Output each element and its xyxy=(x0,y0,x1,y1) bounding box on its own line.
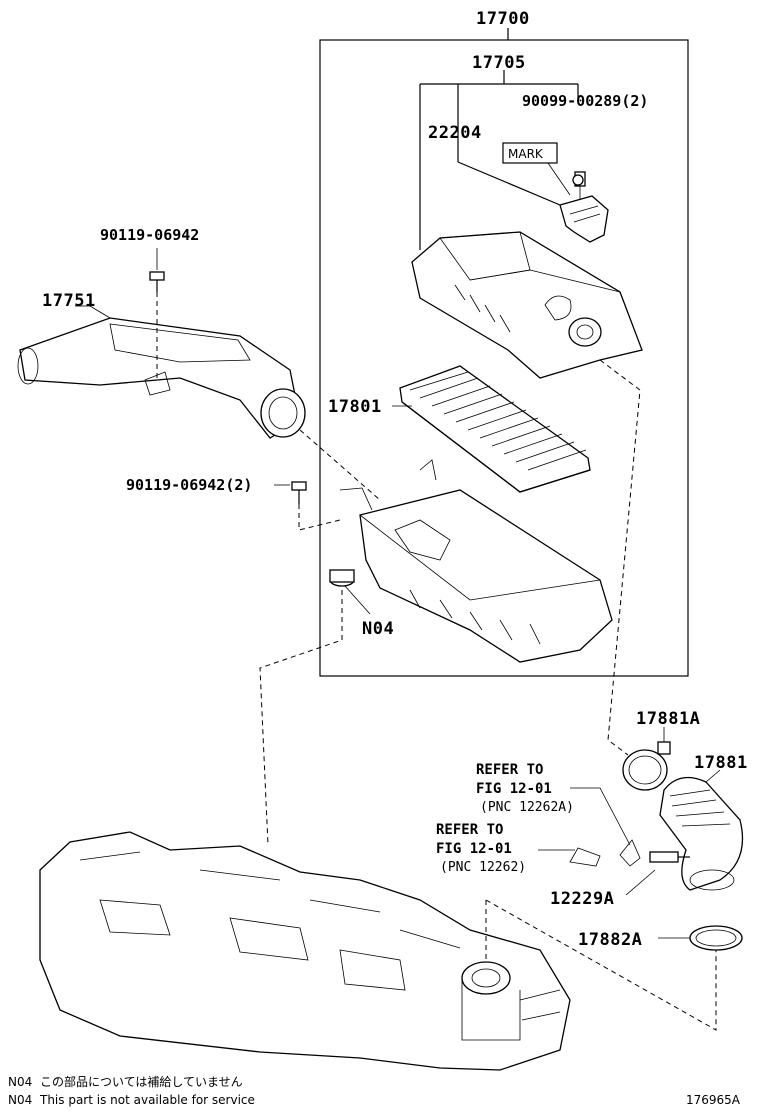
ref1-line1: REFER TO xyxy=(476,762,543,778)
assembly-box xyxy=(319,39,689,677)
air-cleaner-cap xyxy=(411,231,643,379)
figure-id: 176965A xyxy=(686,1093,741,1107)
engine-block xyxy=(39,831,571,1071)
clamp-a-icon xyxy=(622,741,671,791)
ref2-line1: REFER TO xyxy=(436,822,503,838)
bolt-left-icon xyxy=(291,481,307,504)
ref-hose-2 xyxy=(569,847,601,867)
label-hose: 17881 xyxy=(694,753,748,773)
screw-icon xyxy=(572,174,584,186)
bolt-top-icon xyxy=(149,248,165,292)
label-clamp-b: 17882A xyxy=(578,930,642,950)
clamp-b-icon xyxy=(689,925,743,951)
label-clamp-a: 17881A xyxy=(636,709,700,729)
ref2-line2: FIG 12-01 xyxy=(436,841,512,857)
dashed-leaders xyxy=(156,292,717,1031)
label-cap-sub: 17705 xyxy=(472,53,526,73)
label-assembly: 17700 xyxy=(476,9,530,29)
grommet xyxy=(329,569,371,615)
air-cleaner-case xyxy=(339,459,613,663)
air-inlet-duct xyxy=(17,305,306,439)
label-inlet: 17751 xyxy=(42,291,96,311)
ref1-line3: (PNC 12262A) xyxy=(480,800,574,815)
label-mark: MARK xyxy=(508,147,544,161)
air-hose xyxy=(659,776,744,891)
vacuum-sensor-icon xyxy=(649,851,690,863)
label-sensor: 22204 xyxy=(428,123,482,143)
note-jp: この部品については補給していません xyxy=(40,1074,243,1089)
label-screw: 90099-00289(2) xyxy=(522,92,648,110)
note-code-jp: N04 xyxy=(8,1075,32,1089)
note-en: This part is not available for service xyxy=(39,1093,255,1107)
label-grommet: N04 xyxy=(362,619,394,639)
ref1-line2: FIG 12-01 xyxy=(476,781,552,797)
label-leaders xyxy=(75,305,721,939)
label-12229a: 12229A xyxy=(550,889,614,909)
note-code-en: N04 xyxy=(8,1093,32,1107)
ref-hose-1 xyxy=(619,839,641,867)
label-bolt-left: 90119-06942(2) xyxy=(126,476,252,494)
ref2-line3: (PNC 12262) xyxy=(440,860,526,875)
label-bolt-top: 90119-06942 xyxy=(100,226,199,244)
cap-sub-bracket xyxy=(419,70,579,250)
filter-element xyxy=(399,365,591,493)
mark-box xyxy=(502,142,558,164)
airflow-sensor xyxy=(559,171,609,243)
label-element: 17801 xyxy=(328,397,382,417)
